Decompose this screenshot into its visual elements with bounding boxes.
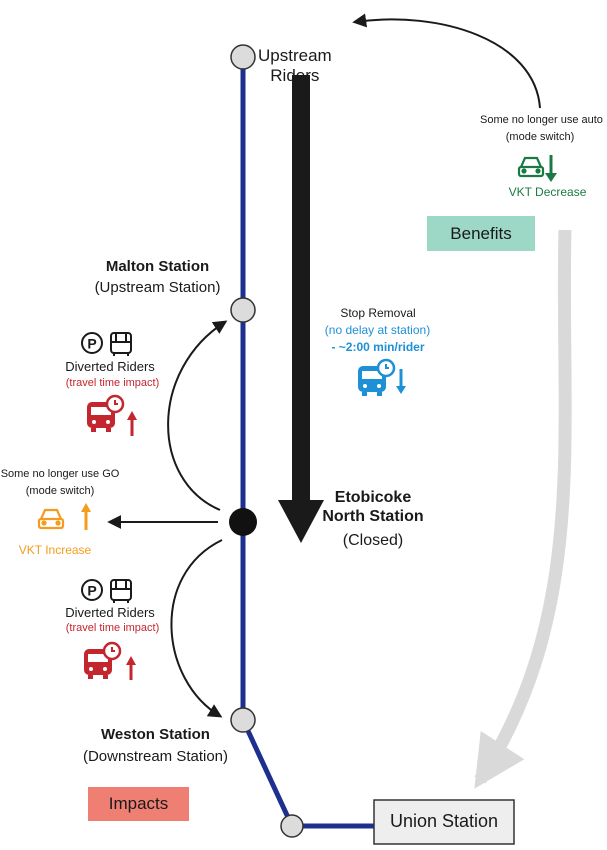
bus-icon-upper — [110, 332, 132, 356]
union-station-box[interactable] — [373, 799, 515, 845]
benefit-flow-arrow — [474, 229, 572, 789]
stop-removal-text: Stop Removal — [340, 306, 416, 320]
mode-switch-return-arrow — [352, 13, 541, 109]
weston-station-node[interactable] — [230, 707, 256, 733]
no-delay-text: (no delay at station) — [324, 323, 431, 337]
etobicoke-station-sub: (Closed) — [342, 532, 404, 549]
bus-icon-lower — [110, 579, 132, 603]
ridership-arrow-shaft — [292, 75, 310, 505]
increase-arrow-icon-orange — [81, 503, 91, 530]
increase-arrow-icon-upper — [127, 411, 137, 436]
auto-mode-switch-text: Some no longer use auto (mode switch) — [480, 114, 603, 143]
benefits-label: Benefits — [450, 224, 512, 243]
time-decrease-arrow-icon — [396, 369, 406, 394]
malton-station-sub: (Upstream Station) — [94, 279, 221, 296]
benefits-label-box: Benefits — [427, 216, 535, 251]
car-icon-green — [517, 156, 545, 178]
bus-clock-icon-blue — [358, 358, 396, 396]
malton-station-node[interactable] — [230, 297, 256, 323]
time-saved-text: - ~2:00 min/rider — [331, 340, 425, 354]
travel-time-impact-upper-text: (travel time impact) — [65, 377, 160, 389]
etobicoke-station-node[interactable] — [229, 508, 257, 536]
union-station-label: Union Station — [389, 811, 499, 831]
upstream-riders-label: Upstream Riders — [258, 46, 332, 86]
travel-time-impact-lower-text: (travel time impact) — [65, 622, 160, 634]
vkt-increase-text: VKT Increase — [18, 543, 92, 557]
union-junction-node[interactable] — [280, 814, 304, 838]
etobicoke-station-name: Etobicoke North Station — [322, 489, 424, 526]
car-icon-orange — [37, 508, 65, 530]
decrease-arrow-icon — [545, 155, 557, 182]
malton-station-name: Malton Station — [105, 258, 210, 275]
weston-station-sub: (Downstream Station) — [82, 748, 229, 765]
svg-text:P: P — [87, 583, 96, 599]
diverted-riders-upper-arrow — [167, 320, 228, 511]
upstream-station-node[interactable] — [230, 44, 256, 70]
diverted-riders-lower-arrow — [170, 539, 223, 718]
bus-clock-icon-red-lower — [84, 641, 122, 679]
parking-icon-upper: P — [81, 332, 103, 354]
svg-text:P: P — [87, 336, 96, 352]
increase-arrow-icon-lower — [126, 656, 136, 680]
impacts-label-box: Impacts — [88, 787, 189, 821]
rail-line — [240, 57, 390, 829]
diverted-riders-upper-text: Diverted Riders — [65, 359, 155, 374]
parking-icon-lower: P — [81, 579, 103, 601]
bus-clock-icon-red-upper — [87, 394, 125, 432]
ridership-arrow-head — [278, 500, 324, 543]
go-mode-switch-text: Some no longer use GO (mode switch) — [0, 468, 120, 498]
diverted-riders-lower-text: Diverted Riders — [65, 605, 155, 620]
weston-station-name: Weston Station — [101, 726, 210, 743]
impacts-label: Impacts — [108, 794, 169, 813]
vkt-decrease-text: VKT Decrease — [508, 185, 587, 199]
